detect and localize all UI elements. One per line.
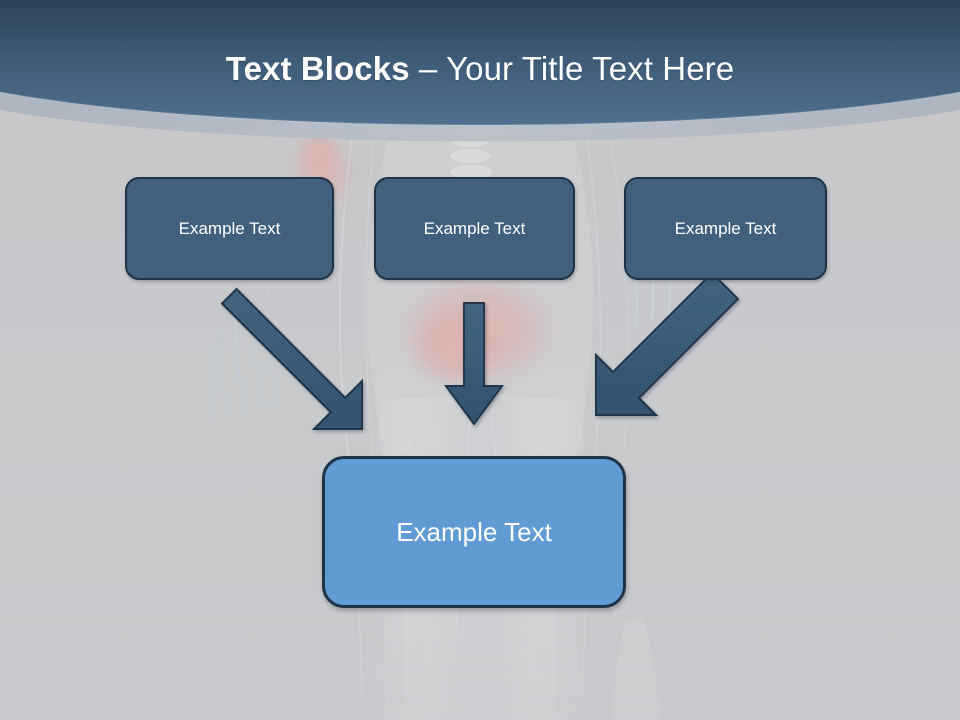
text-block-top-center-label: Example Text — [423, 218, 526, 238]
page-title-bold: Text Blocks — [225, 50, 410, 87]
text-block-top-center[interactable]: Example Text — [374, 177, 575, 280]
text-block-top-left-label: Example Text — [178, 218, 281, 238]
page-title-separator: – — [409, 50, 447, 87]
text-block-top-right-label: Example Text — [674, 218, 777, 238]
text-block-top-right[interactable]: Example Text — [624, 177, 827, 280]
page-title-rest: Your Title Text Here — [446, 50, 735, 87]
text-block-result[interactable]: Example Text — [322, 456, 626, 608]
text-block-top-left[interactable]: Example Text — [125, 177, 334, 280]
page-title: Text Blocks – Your Title Text Here — [0, 49, 960, 89]
text-block-result-label: Example Text — [396, 516, 552, 547]
